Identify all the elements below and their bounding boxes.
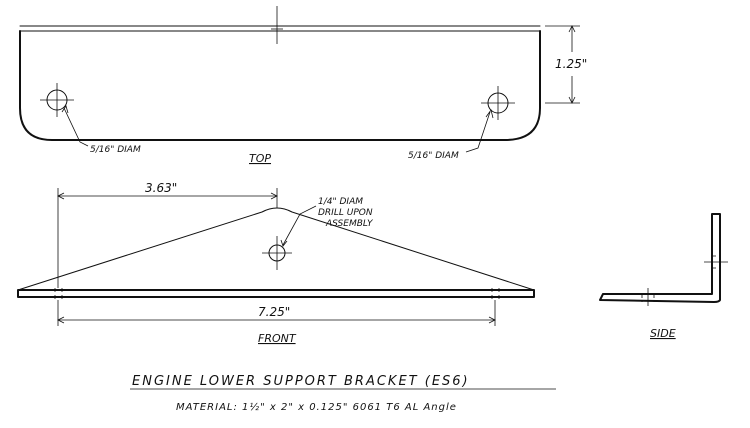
drill-note-line3: ASSEMBLY <box>325 219 374 229</box>
dim-height-label: 1.25" <box>555 57 587 71</box>
title-block: ENGINE LOWER SUPPORT BRACKET (ES6) MATER… <box>130 374 556 413</box>
top-view: 1.25" 5/16" DIAM 5/16" DIAM TOP <box>19 6 587 165</box>
top-view-label: TOP <box>249 152 271 165</box>
drill-note-line2: DRILL UPON <box>318 208 373 218</box>
side-view: SIDE <box>599 213 728 340</box>
front-view-gusset <box>17 207 535 291</box>
side-view-angle <box>599 213 721 303</box>
front-view-base-flange <box>17 289 535 298</box>
side-view-label: SIDE <box>650 327 676 340</box>
top-view-outline <box>19 30 541 141</box>
dim-peak-label: 3.63" <box>145 181 177 195</box>
dim-length-label: 7.25" <box>258 305 290 319</box>
hole-left-callout: 5/16" DIAM <box>90 145 141 155</box>
front-view-label: FRONT <box>258 332 297 345</box>
hole-right-callout: 5/16" DIAM <box>408 151 459 161</box>
front-view: 3.63" 1/4" DIAM DRILL UPON ASSEMBLY 7.25… <box>17 181 535 345</box>
material-spec: MATERIAL: 1½" x 2" x 0.125" 6061 T6 AL A… <box>176 401 457 413</box>
drill-note-line1: 1/4" DIAM <box>318 197 363 207</box>
drawing-title: ENGINE LOWER SUPPORT BRACKET (ES6) <box>132 374 470 389</box>
